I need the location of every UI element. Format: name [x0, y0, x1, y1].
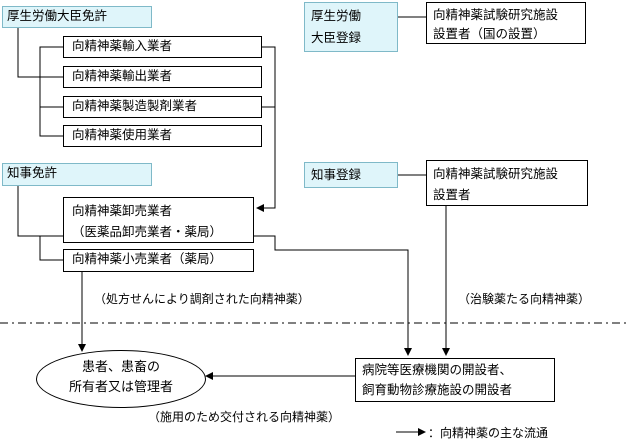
mhlw-license-box: 厚生労働大臣免許	[2, 6, 152, 28]
research-line1: 向精神薬試験研究施設	[433, 166, 559, 181]
importer-label: 向精神薬輸入業者	[72, 38, 173, 53]
mhlw-registration-box: 厚生労働 大臣登録	[304, 2, 398, 52]
patient-ellipse: 患者、患畜の 所有者又は管理者	[36, 350, 206, 408]
wholesaler-line1: 向精神薬卸売業者	[72, 203, 173, 218]
flow-wholesaler-hospital	[254, 235, 412, 356]
governor-registration-box: 知事登録	[304, 162, 398, 188]
flow-import-manufacture	[262, 46, 276, 108]
hospital-box: 病院等医療機関の開設者、 飼育動物診療施設の開設者	[355, 358, 555, 402]
user-box: 向精神薬使用業者	[63, 125, 262, 147]
exporter-box: 向精神薬輸出業者	[63, 66, 262, 88]
exporter-label: 向精神薬輸出業者	[72, 68, 173, 83]
retailer-label: 向精神薬小売業者（薬局）	[72, 251, 223, 266]
research-national-line1: 向精神薬試験研究施設	[433, 7, 559, 22]
governor-license-label: 知事免許	[7, 165, 58, 180]
research-box: 向精神薬試験研究施設 設置者	[426, 160, 588, 206]
hospital-line2: 飼育動物診療施設の開設者	[362, 382, 513, 397]
governor-license-box: 知事免許	[2, 163, 152, 186]
mhlw-registration-line2: 大臣登録	[311, 30, 362, 45]
governor-registration-label: 知事登録	[311, 167, 362, 182]
manufacturer-label: 向精神薬製造製剤業者	[72, 98, 198, 113]
research-national-line2: 設置者（国の設置）	[433, 26, 546, 41]
manufacturer-box: 向精神薬製造製剤業者	[63, 96, 262, 118]
patient-line1: 患者、患畜の	[81, 360, 160, 375]
tree-line-mhlw	[17, 28, 63, 78]
mhlw-registration-line1: 厚生労働	[311, 8, 362, 23]
patient-line2: 所有者又は管理者	[68, 380, 173, 395]
importer-box: 向精神薬輸入業者	[63, 36, 262, 58]
tree-line-governor	[17, 186, 63, 237]
hospital-line1: 病院等医療機関の開設者、	[362, 362, 513, 377]
user-label: 向精神薬使用業者	[72, 127, 173, 142]
research-line2: 設置者	[433, 187, 471, 202]
wholesaler-line2: （医薬品卸売業者・薬局）	[72, 224, 223, 239]
mhlw-license-label: 厚生労働大臣免許	[7, 8, 108, 23]
label-administration: （施用のため交付される向精神薬）	[148, 410, 341, 424]
label-prescription: （処方せんにより調剤された向精神薬）	[94, 292, 310, 306]
research-national-box: 向精神薬試験研究施設 設置者（国の設置）	[426, 2, 586, 44]
label-trial: （治験薬たる向精神薬）	[458, 292, 591, 306]
retailer-box: 向精神薬小売業者（薬局）	[63, 249, 254, 272]
wholesaler-box: 向精神薬卸売業者 （医薬品卸売業者・薬局）	[63, 197, 254, 243]
legend-label: ：向精神薬の主な流通	[428, 426, 549, 440]
